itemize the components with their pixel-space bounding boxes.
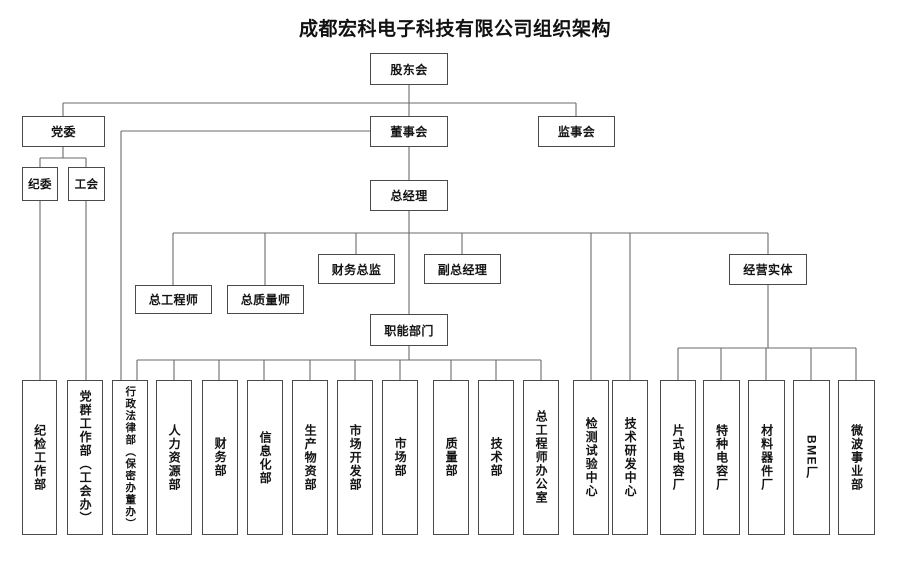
leaf-party-mass-work-dept[interactable]: 党群工作部（工会办） (67, 380, 103, 535)
node-labor-union[interactable]: 工会 (68, 167, 105, 201)
node-shareholders-meeting[interactable]: 股东会 (370, 53, 448, 85)
leaf-human-resources-dept[interactable]: 人力资源部 (156, 380, 192, 535)
leaf-label: 纪检工作部 (32, 423, 47, 492)
leaf-label: 片式电容厂 (671, 423, 686, 492)
node-functional-departments[interactable]: 职能部门 (370, 314, 448, 346)
leaf-rnd-center[interactable]: 技术研发中心 (612, 380, 648, 535)
node-chief-quality-officer[interactable]: 总质量师 (227, 285, 304, 314)
leaf-label: 总工程师办公室 (534, 410, 549, 505)
leaf-chip-capacitor-factory[interactable]: 片式电容厂 (660, 380, 696, 535)
leaf-special-capacitor-factory[interactable]: 特种电容厂 (703, 380, 740, 535)
node-chief-engineer[interactable]: 总工程师 (135, 285, 212, 314)
leaf-informatization-dept[interactable]: 信息化部 (247, 380, 283, 535)
leaf-label: 材料器件厂 (759, 423, 774, 492)
leaf-quality-dept[interactable]: 质量部 (433, 380, 469, 535)
leaf-production-materials-dept[interactable]: 生产物资部 (292, 380, 328, 535)
leaf-label: 人力资源部 (167, 423, 182, 492)
node-board-of-directors[interactable]: 董事会 (370, 116, 448, 147)
leaf-market-development-dept[interactable]: 市场开发部 (337, 380, 373, 535)
node-deputy-general-manager[interactable]: 副总经理 (424, 254, 501, 284)
leaf-discipline-inspection-dept[interactable]: 纪检工作部 (22, 380, 57, 535)
leaf-bme-factory[interactable]: BME厂 (793, 380, 830, 535)
leaf-label: 信息化部 (258, 430, 273, 485)
leaf-label: 质量部 (444, 437, 459, 478)
leaf-finance-dept[interactable]: 财务部 (202, 380, 238, 535)
node-general-manager[interactable]: 总经理 (370, 180, 448, 211)
node-business-entities[interactable]: 经营实体 (729, 254, 807, 285)
leaf-label: 技术部 (489, 437, 504, 478)
leaf-label: 市场部 (393, 437, 408, 478)
page-title: 成都宏科电子科技有限公司组织架构 (298, 19, 611, 40)
node-party-committee[interactable]: 党委 (22, 116, 105, 147)
leaf-material-device-factory[interactable]: 材料器件厂 (748, 380, 785, 535)
leaf-label: 财务部 (213, 437, 228, 478)
leaf-testing-center[interactable]: 检测试验中心 (573, 380, 609, 535)
leaf-label: 技术研发中心 (623, 417, 638, 498)
leaf-label: 生产物资部 (303, 423, 318, 492)
leaf-label: 党群工作部（工会办） (78, 390, 93, 525)
leaf-microwave-division[interactable]: 微波事业部 (838, 380, 875, 535)
leaf-label: 特种电容厂 (714, 423, 729, 492)
leaf-label: BME厂 (804, 435, 819, 480)
leaf-admin-legal-dept[interactable]: 行政法律部（保密办董办） (112, 380, 148, 535)
leaf-marketing-dept[interactable]: 市场部 (382, 380, 418, 535)
node-cfo[interactable]: 财务总监 (318, 254, 395, 284)
leaf-technology-dept[interactable]: 技术部 (478, 380, 514, 535)
leaf-label: 检测试验中心 (584, 417, 599, 498)
leaf-label: 行政法律部（保密办董办） (124, 385, 137, 530)
leaf-chief-engineer-office[interactable]: 总工程师办公室 (523, 380, 559, 535)
node-board-of-supervisors[interactable]: 监事会 (538, 116, 615, 147)
leaf-label: 市场开发部 (348, 423, 363, 492)
leaf-label: 微波事业部 (849, 423, 864, 492)
node-discipline-committee[interactable]: 纪委 (22, 167, 58, 201)
